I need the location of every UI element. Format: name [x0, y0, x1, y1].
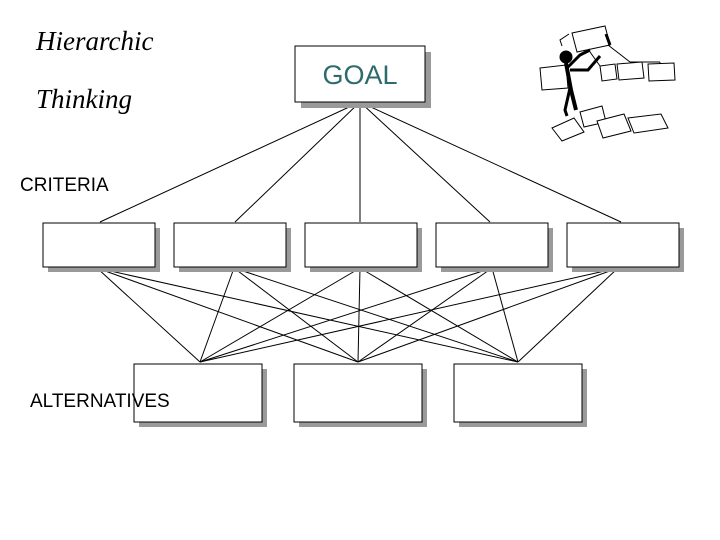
criterion-4-to-alternative-3-line: [491, 267, 519, 363]
criterion-box-2: [173, 222, 287, 268]
title-line-hierarchic: Hierarchic: [36, 26, 154, 56]
criteria-boxes: [42, 222, 684, 272]
goal-to-criterion-2-line: [234, 101, 361, 223]
criterion-2-to-alternative-3-line: [233, 267, 519, 363]
connector-lines: [96, 101, 622, 363]
criterion-box-3: [304, 222, 418, 268]
criterion-2-to-alternative-1-line: [199, 267, 235, 363]
criterion-5-to-alternative-2-line: [357, 267, 619, 363]
criterion-box-5: [566, 222, 680, 268]
criterion-1-to-alternative-1-line: [96, 267, 201, 363]
criterion-3-to-alternative-2-line: [357, 267, 361, 363]
criterion-2-to-alternative-2-line: [233, 267, 359, 363]
person-holding-chart-clipart-icon: [539, 25, 676, 142]
goal-label: GOAL: [322, 60, 397, 90]
goal-to-criterion-5-line: [359, 101, 622, 223]
alternatives-level-label: ALTERNATIVES: [30, 391, 170, 412]
criterion-box-4: [435, 222, 549, 268]
goal-to-criterion-1-line: [99, 101, 361, 223]
goal-to-criterion-4-line: [359, 101, 491, 223]
criterion-1-to-alternative-2-line: [96, 267, 359, 363]
diagram-boxes: GOAL: [42, 45, 684, 427]
criterion-4-to-alternative-2-line: [357, 267, 493, 363]
criterion-box-1: [42, 222, 156, 268]
criterion-1-to-alternative-3-line: [96, 267, 519, 363]
title-line-thinking: Thinking: [36, 84, 133, 114]
alternative-boxes: [133, 363, 587, 427]
criterion-5-to-alternative-1-line: [199, 267, 619, 363]
criterion-4-to-alternative-1-line: [199, 267, 493, 363]
alternative-box-2: [293, 363, 423, 423]
criteria-level-label: CRITERIA: [20, 175, 109, 196]
alternative-box-3: [453, 363, 583, 423]
goal-box: [294, 45, 426, 103]
criterion-3-to-alternative-1-line: [199, 267, 361, 363]
alternative-box-1: [133, 363, 263, 423]
criterion-3-to-alternative-3-line: [359, 267, 519, 363]
criterion-5-to-alternative-3-line: [517, 267, 619, 363]
